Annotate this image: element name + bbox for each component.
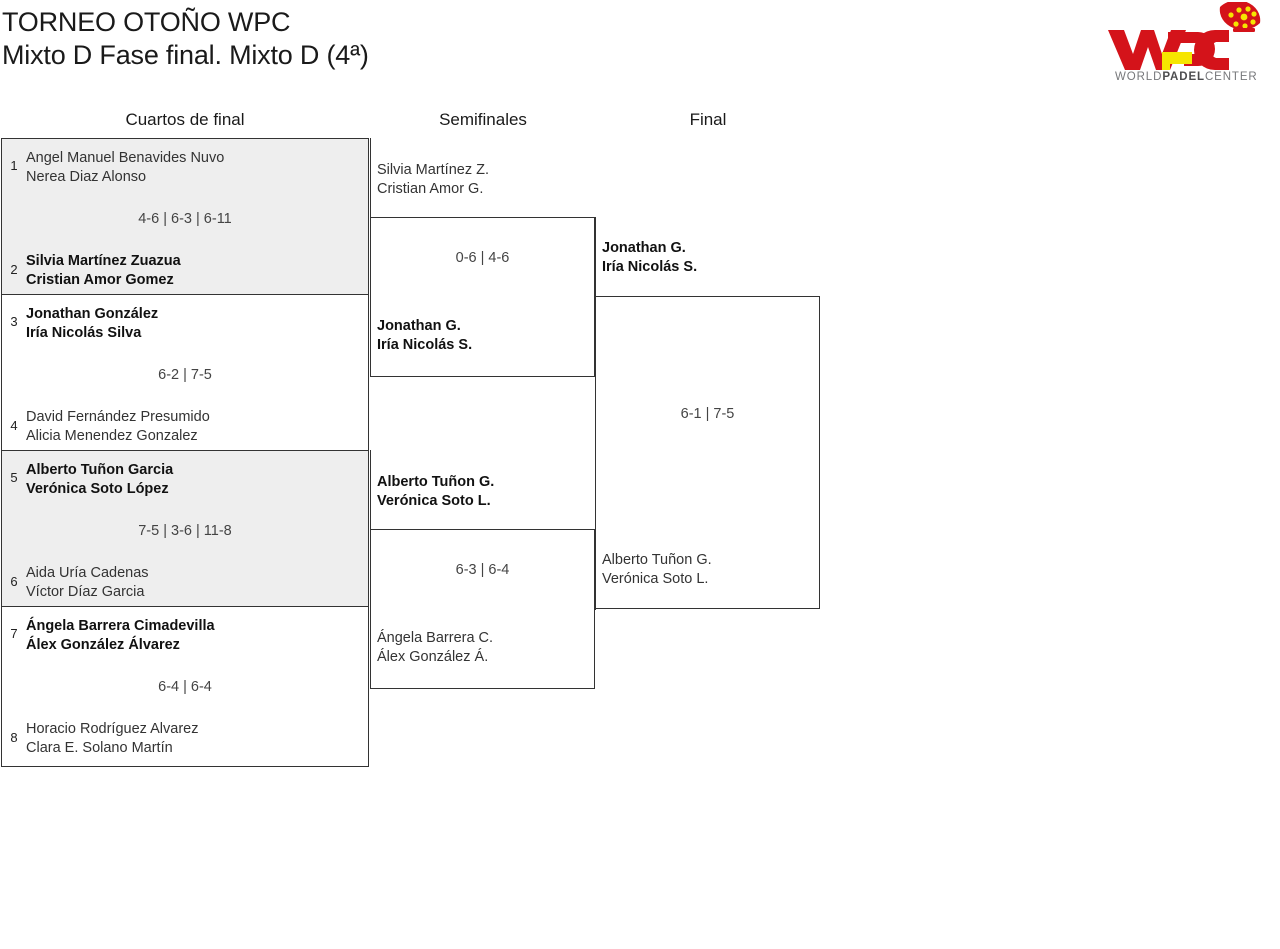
player-name: Cristian Amor Gomez — [26, 271, 174, 288]
match-box-final[interactable] — [595, 296, 820, 609]
player-name: Iría Nicolás Silva — [26, 324, 142, 341]
tournament-phase: Mixto D Fase final. Mixto D (4ª) — [2, 40, 369, 70]
team-qf4-bottom[interactable]: Horacio Rodríguez Alvarez Clara E. Solan… — [26, 720, 198, 757]
player-name: Álex González Álvarez — [26, 636, 180, 653]
player-name: Clara E. Solano Martín — [26, 739, 173, 756]
connector-final-up — [595, 217, 596, 297]
player-name: Verónica Soto L. — [377, 492, 491, 509]
logo-tagline: WORLDPADELCENTER — [1115, 71, 1258, 82]
team-final-bottom[interactable]: Alberto Tuñon G. Verónica Soto L. — [602, 551, 712, 588]
player-name: Jonathan González — [26, 306, 159, 322]
player-name: Cristian Amor G. — [377, 180, 484, 197]
player-name: Alicia Menendez Gonzalez — [26, 427, 198, 444]
seed-number-4: 4 — [10, 418, 18, 433]
team-qf1-bottom[interactable]: Silvia Martínez Zuazua Cristian Amor Gom… — [26, 252, 181, 289]
match-box-qf2[interactable] — [1, 294, 369, 455]
player-name: Horacio Rodríguez Alvarez — [26, 721, 199, 737]
player-name: Jonathan G. — [602, 240, 686, 256]
player-name: Alberto Tuñon G. — [602, 552, 712, 568]
connector-final-down — [595, 529, 596, 610]
player-name: Nerea Diaz Alonso — [26, 168, 147, 185]
team-final-top[interactable]: Jonathan G. Iría Nicolás S. — [602, 239, 697, 276]
seed-number-5: 5 — [10, 470, 18, 485]
player-name: Víctor Díaz Garcia — [26, 583, 145, 600]
racket-icon — [1219, 2, 1261, 32]
score-qf1: 4-6 | 6-3 | 6-11 — [138, 211, 232, 227]
team-qf2-top[interactable]: Jonathan González Iría Nicolás Silva — [26, 305, 158, 342]
team-sf1-top[interactable]: Silvia Martínez Z. Cristian Amor G. — [377, 161, 489, 198]
player-name: Silvia Martínez Zuazua — [26, 253, 181, 269]
connector-sf1-up — [370, 138, 371, 218]
player-name: Jonathan G. — [377, 318, 461, 334]
score-sf2: 6-3 | 6-4 — [455, 562, 510, 578]
team-qf3-top[interactable]: Alberto Tuñon Garcia Verónica Soto López — [26, 461, 173, 498]
page-header: TORNEO OTOÑO WPC Mixto D Fase final. Mix… — [0, 0, 1280, 96]
team-sf2-top[interactable]: Alberto Tuñon G. Verónica Soto L. — [377, 473, 494, 510]
score-qf3: 7-5 | 3-6 | 11-8 — [138, 523, 232, 539]
team-qf1-top[interactable]: Angel Manuel Benavides Nuvo Nerea Diaz A… — [26, 149, 224, 186]
match-box-qf3[interactable] — [1, 450, 369, 611]
player-name: Iría Nicolás S. — [377, 336, 473, 353]
seed-number-7: 7 — [10, 626, 18, 641]
score-final: 6-1 | 7-5 — [680, 406, 735, 422]
seed-number-8: 8 — [10, 730, 18, 745]
player-name: Iría Nicolás S. — [602, 258, 698, 275]
player-name: Ángela Barrera C. — [377, 630, 494, 646]
team-sf2-bottom[interactable]: Ángela Barrera C. Álex González Á. — [377, 629, 493, 666]
player-name: Álex González Á. — [377, 648, 489, 665]
team-qf3-bottom[interactable]: Aida Uría Cadenas Víctor Díaz Garcia — [26, 564, 149, 601]
round-header-quarterfinals: Cuartos de final — [125, 110, 245, 129]
team-qf4-top[interactable]: Ángela Barrera Cimadevilla Álex González… — [26, 617, 215, 654]
seed-number-6: 6 — [10, 574, 18, 589]
match-box-qf4[interactable] — [1, 606, 369, 767]
player-name: David Fernández Presumido — [26, 409, 210, 425]
match-box-sf1[interactable] — [370, 217, 595, 377]
score-qf2: 6-2 | 7-5 — [158, 367, 212, 383]
tournament-title-block: TORNEO OTOÑO WPC Mixto D Fase final. Mix… — [2, 6, 369, 72]
wpc-wordmark — [1108, 30, 1229, 70]
player-name: Alberto Tuñon G. — [377, 474, 495, 490]
player-name: Angel Manuel Benavides Nuvo — [26, 150, 225, 166]
round-header-semifinals: Semifinales — [439, 110, 527, 129]
player-name: Silvia Martínez Z. — [377, 162, 489, 178]
seed-number-1: 1 — [10, 158, 18, 173]
wpc-logo: WORLDPADELCENTER — [1102, 2, 1262, 82]
player-name: Verónica Soto L. — [602, 570, 709, 587]
match-box-sf2[interactable] — [370, 529, 595, 689]
seed-number-3: 3 — [10, 314, 18, 329]
score-qf4: 6-4 | 6-4 — [158, 679, 212, 695]
player-name: Alberto Tuñon Garcia — [26, 462, 174, 478]
team-qf2-bottom[interactable]: David Fernández Presumido Alicia Menende… — [26, 408, 210, 445]
seed-number-2: 2 — [10, 262, 18, 277]
player-name: Ángela Barrera Cimadevilla — [26, 618, 215, 634]
tournament-name: TORNEO OTOÑO WPC — [2, 7, 291, 37]
round-header-final: Final — [689, 110, 727, 129]
player-name: Aida Uría Cadenas — [26, 565, 149, 581]
connector-sf2-up — [370, 450, 371, 530]
score-sf1: 0-6 | 4-6 — [455, 250, 510, 266]
team-sf1-bottom[interactable]: Jonathan G. Iría Nicolás S. — [377, 317, 472, 354]
player-name: Verónica Soto López — [26, 480, 169, 497]
